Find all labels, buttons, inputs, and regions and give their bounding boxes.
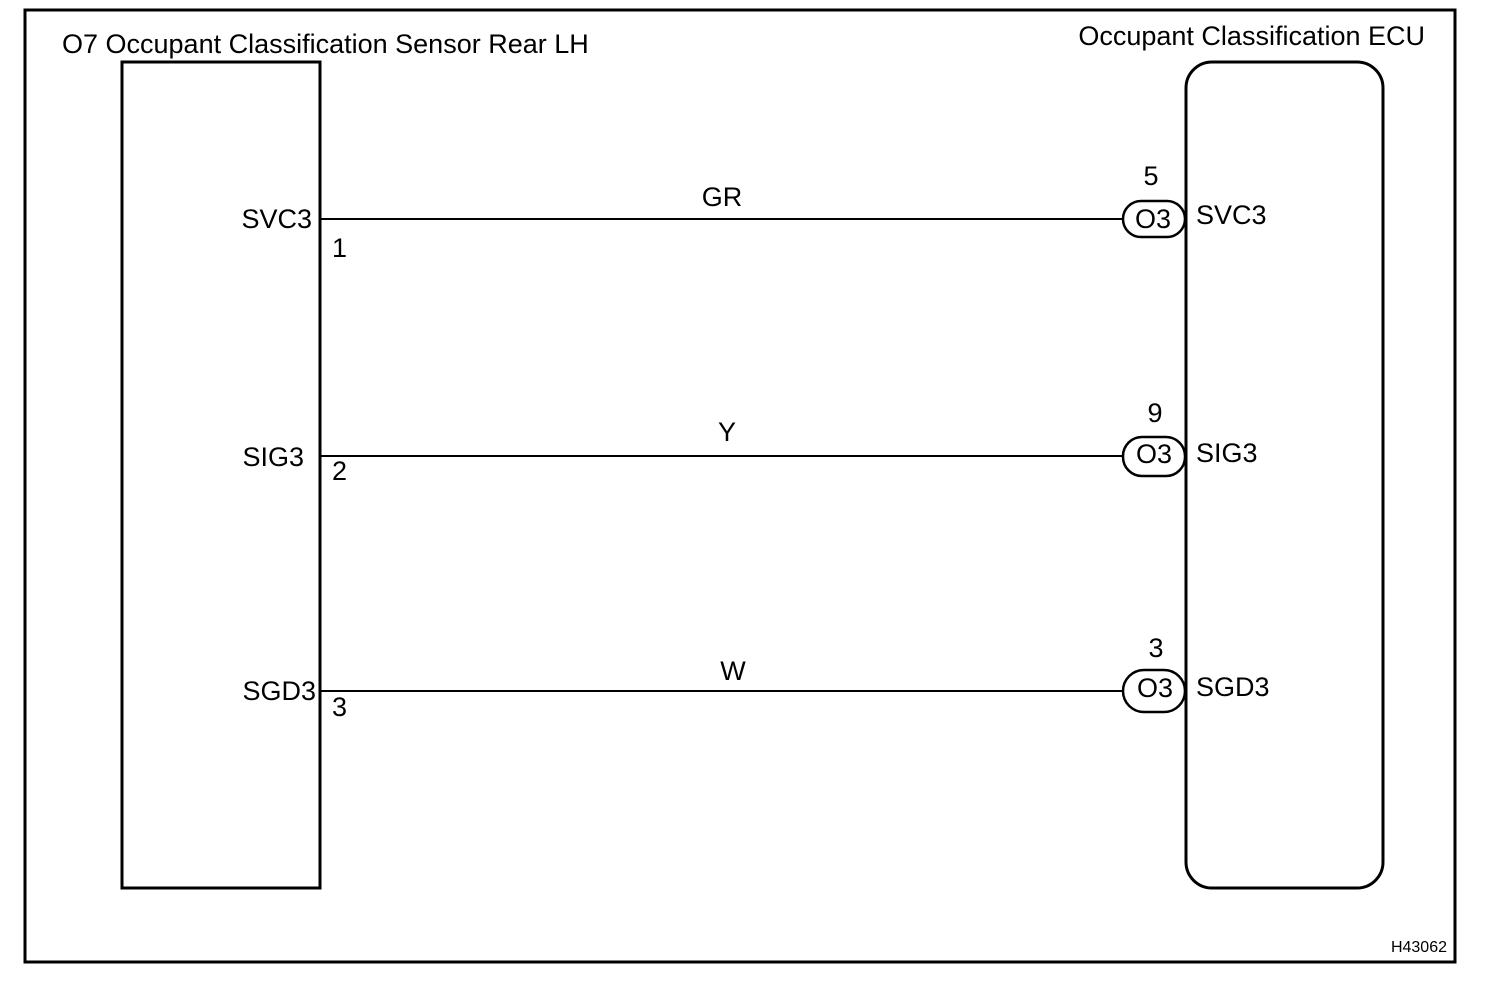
- ecu-pin-number: 5: [1143, 161, 1158, 191]
- sensor-pin-name: SIG3: [242, 442, 304, 472]
- wire-color-label: W: [720, 656, 746, 686]
- ecu-pin-name: SIG3: [1196, 438, 1258, 468]
- sensor-pin-number: 1: [332, 233, 347, 263]
- ecu-pin-name: SGD3: [1196, 672, 1270, 702]
- wire-color-label: GR: [702, 182, 743, 212]
- ecu-pin-number: 9: [1147, 398, 1162, 428]
- wire-color-label: Y: [718, 417, 736, 447]
- ecu-pin-name: SVC3: [1196, 200, 1267, 230]
- connector-oval: [1121, 668, 1187, 714]
- connector-code: O3: [1136, 439, 1172, 469]
- diagram-frame: [23, 8, 1457, 964]
- sensor-title: O7 Occupant Classification Sensor Rear L…: [62, 29, 589, 59]
- connector-code: O3: [1137, 673, 1173, 703]
- sensor-pin-number: 3: [332, 692, 347, 722]
- sensor-pin-number: 2: [332, 456, 347, 486]
- ecu-title: Occupant Classification ECU: [1078, 21, 1425, 51]
- sensor-pin-name: SGD3: [242, 676, 316, 706]
- figure-code: H43062: [1391, 939, 1447, 956]
- circuit-row-sgd3: SGD3 3 W 3 O3 SGD3: [242, 633, 1269, 722]
- circuit-row-svc3: SVC3 1 GR 5 O3 SVC3: [241, 161, 1266, 263]
- ecu-component-box: [1184, 60, 1385, 890]
- sensor-pin-name: SVC3: [241, 204, 312, 234]
- connector-oval: [1121, 199, 1187, 239]
- connector-code: O3: [1135, 204, 1171, 234]
- circuit-row-sig3: SIG3 2 Y 9 O3 SIG3: [242, 398, 1257, 486]
- sensor-component-box: [120, 60, 322, 890]
- connector-oval: [1121, 435, 1187, 478]
- ecu-pin-number: 3: [1148, 633, 1163, 663]
